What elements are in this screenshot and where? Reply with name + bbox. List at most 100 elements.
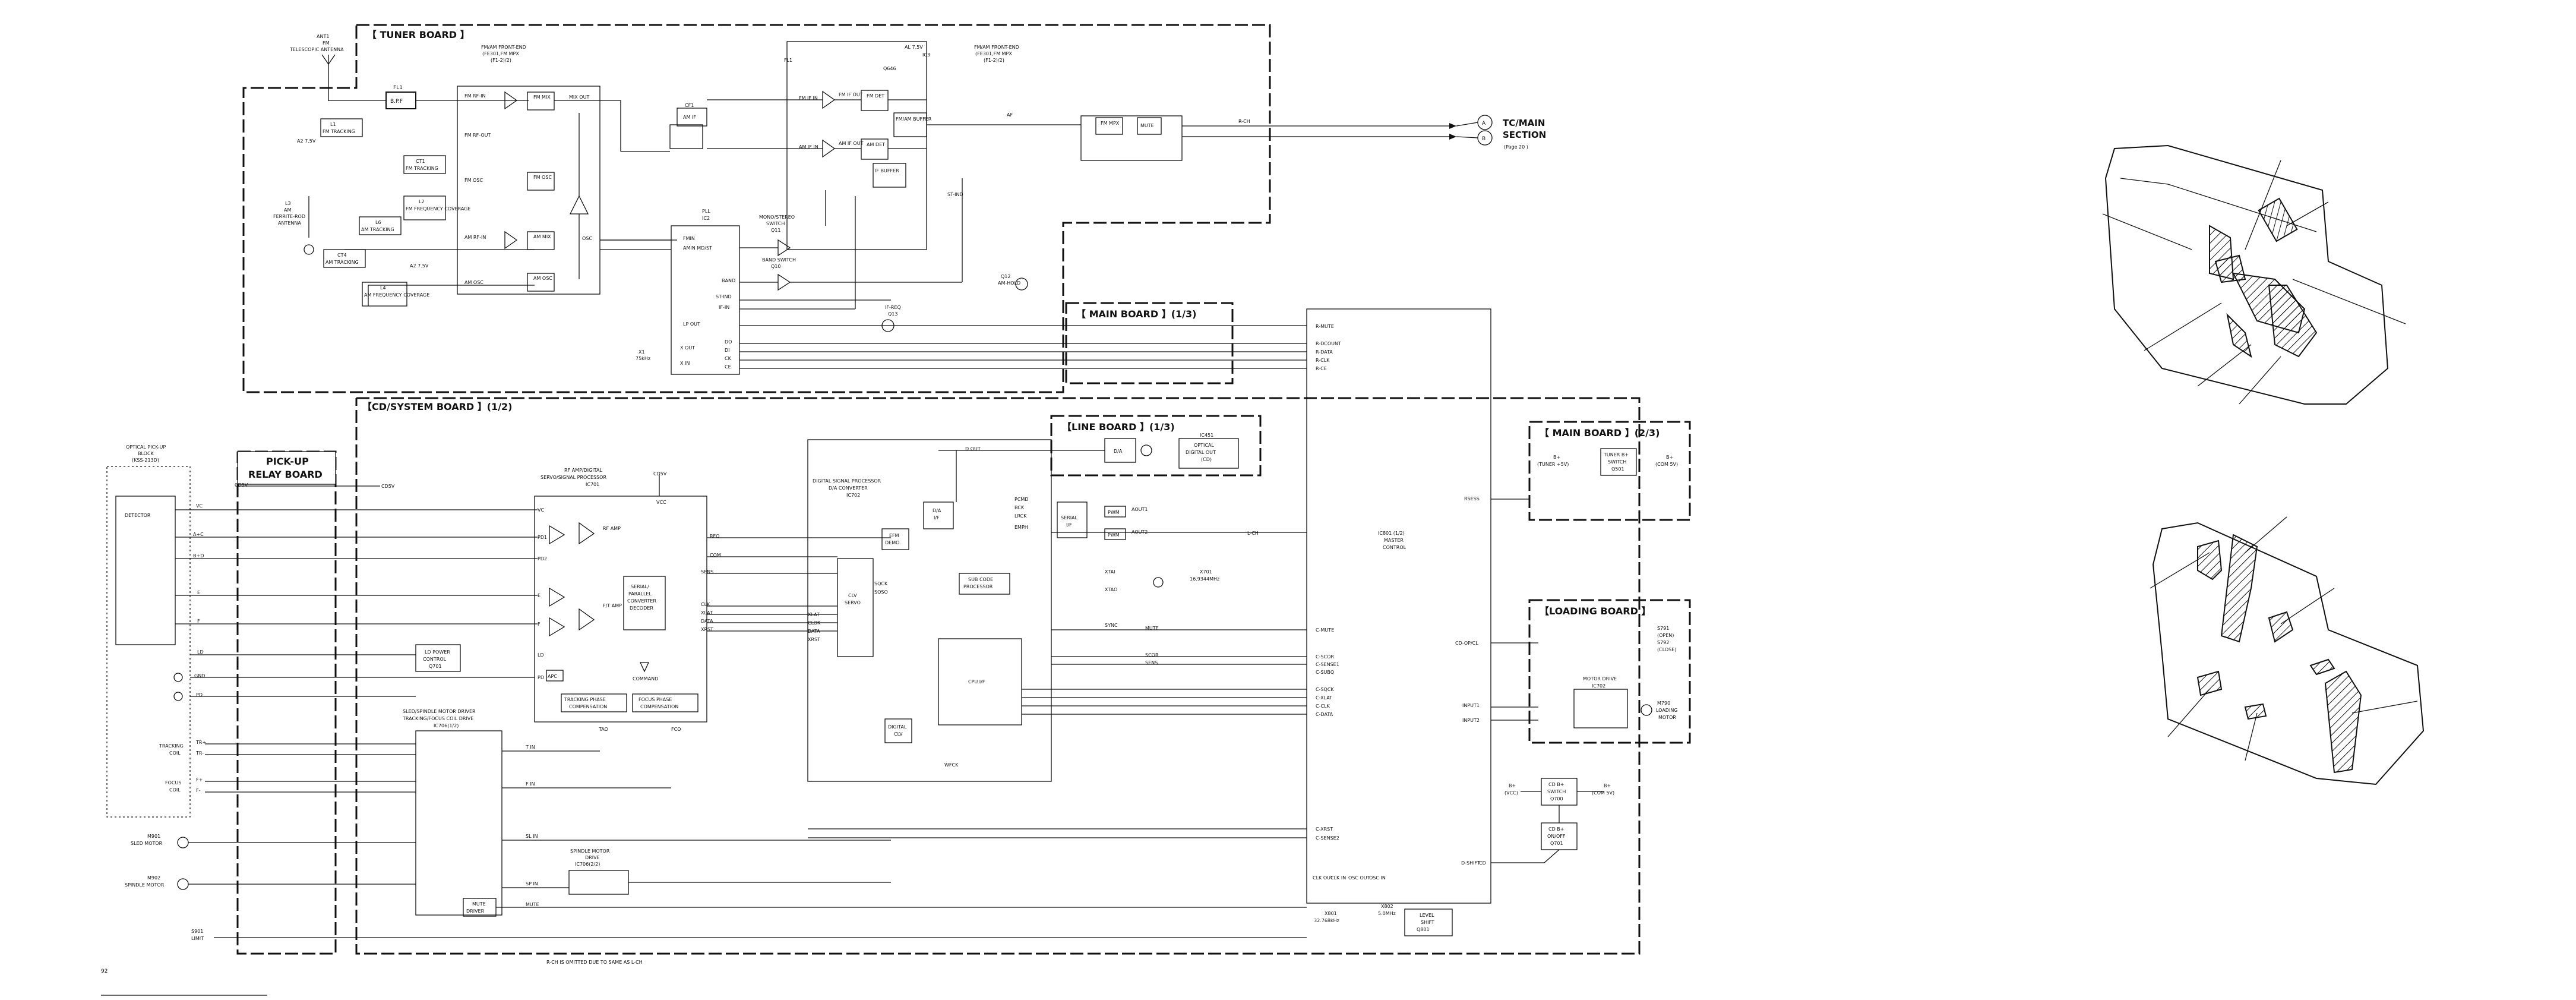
svg-text:ANT1: ANT1: [317, 34, 329, 39]
svg-text:A+C: A+C: [193, 532, 204, 537]
svg-text:DRIVER: DRIVER: [466, 908, 485, 914]
svg-text:S792: S792: [1657, 640, 1669, 645]
svg-text:C-MUTE: C-MUTE: [1316, 627, 1334, 633]
svg-text:(FE301,FM MPX: (FE301,FM MPX: [975, 51, 1012, 56]
line-board-1-3: 【LINE BOARD 】(1/3) D/A IC451 OPTICAL DIG…: [938, 415, 1262, 477]
svg-text:R-MUTE: R-MUTE: [1316, 324, 1334, 329]
svg-text:OSC IN: OSC IN: [1369, 875, 1386, 881]
svg-text:CD: CD: [1479, 860, 1486, 866]
svg-text:PARALLEL: PARALLEL: [628, 591, 652, 597]
svg-text:CLK: CLK: [701, 602, 710, 607]
svg-text:FM IF OUT: FM IF OUT: [839, 92, 863, 97]
svg-text:TRACKING/FOCUS COIL DRIVE: TRACKING/FOCUS COIL DRIVE: [402, 716, 473, 721]
svg-text:D/A CONVERTER: D/A CONVERTER: [829, 485, 868, 491]
svg-text:PCMD: PCMD: [1014, 497, 1028, 502]
svg-text:【LOADING BOARD 】: 【LOADING BOARD 】: [1540, 605, 1651, 617]
svg-text:SL IN: SL IN: [526, 834, 538, 839]
svg-text:BCK: BCK: [1014, 505, 1025, 510]
svg-text:DETECTOR: DETECTOR: [125, 513, 151, 518]
svg-text:B.P.F: B.P.F: [390, 99, 403, 105]
svg-text:AF: AF: [1007, 112, 1013, 118]
svg-text:TAO: TAO: [598, 727, 608, 732]
svg-text:CE: CE: [725, 364, 731, 370]
svg-text:SLED MOTOR: SLED MOTOR: [131, 841, 163, 846]
svg-text:I/F: I/F: [934, 515, 940, 520]
svg-text:D-SHIFT: D-SHIFT: [1461, 860, 1480, 866]
svg-text:MUTE: MUTE: [1140, 123, 1154, 128]
svg-text:C-DATA: C-DATA: [1316, 712, 1333, 717]
cd-system-board: 【CD/SYSTEM BOARD 】(1/2) R-CH IS OMITTED …: [355, 397, 1641, 965]
svg-text:TR+: TR+: [195, 740, 206, 745]
svg-text:B+: B+: [1553, 455, 1560, 460]
svg-text:X801: X801: [1325, 911, 1337, 916]
sled-spindle-motors: M901 SLED MOTOR M902 SPINDLE MOTOR S901 …: [125, 834, 1307, 941]
svg-text:【LINE BOARD 】(1/3): 【LINE BOARD 】(1/3): [1062, 421, 1175, 433]
svg-text:TR-: TR-: [195, 750, 204, 756]
svg-text:SHIFT: SHIFT: [1421, 920, 1434, 925]
svg-text:AM FREQUENCY COVERAGE: AM FREQUENCY COVERAGE: [364, 292, 429, 298]
svg-text:COMPENSATION: COMPENSATION: [569, 704, 607, 709]
svg-text:FM MIX: FM MIX: [533, 94, 551, 100]
svg-text:F: F: [538, 622, 541, 627]
svg-text:CD5V: CD5V: [235, 482, 248, 488]
svg-text:AM IF: AM IF: [683, 115, 696, 120]
svg-text:CK: CK: [725, 356, 732, 361]
svg-text:M902: M902: [147, 875, 160, 881]
svg-text:APC: APC: [548, 674, 557, 679]
svg-text:SERIAL: SERIAL: [1061, 515, 1078, 520]
svg-text:FL1: FL1: [393, 85, 403, 91]
svg-text:CONVERTER: CONVERTER: [627, 598, 656, 604]
svg-text:CLK OUT: CLK OUT: [1313, 875, 1333, 881]
svg-text:VCC: VCC: [656, 500, 666, 505]
svg-text:(TUNER +5V): (TUNER +5V): [1537, 462, 1569, 467]
svg-text:(OPEN): (OPEN): [1657, 633, 1674, 638]
svg-text:AM-HOLD: AM-HOLD: [998, 280, 1020, 286]
svg-text:AOUT1: AOUT1: [1131, 507, 1148, 512]
svg-text:RFO: RFO: [710, 534, 719, 539]
svg-text:A: A: [1482, 121, 1486, 127]
svg-text:COMMAND: COMMAND: [633, 676, 658, 682]
svg-text:COIL: COIL: [169, 787, 181, 793]
svg-text:CD-OP/CL: CD-OP/CL: [1455, 641, 1478, 646]
svg-text:(COM 5V): (COM 5V): [1655, 462, 1678, 467]
svg-text:C-SQCK: C-SQCK: [1316, 687, 1334, 692]
svg-text:Q801: Q801: [1417, 927, 1430, 932]
svg-text:(VCC): (VCC): [1504, 790, 1518, 796]
svg-text:AL 7.5V: AL 7.5V: [905, 45, 923, 50]
parts-view-bottom: [2150, 516, 2425, 786]
svg-text:CD B+: CD B+: [1548, 827, 1564, 832]
svg-text:FM RF-OUT: FM RF-OUT: [464, 133, 491, 138]
svg-text:INPUT2: INPUT2: [1462, 718, 1480, 723]
svg-text:DRIVE: DRIVE: [585, 855, 600, 860]
svg-text:MONO/STEREO: MONO/STEREO: [759, 214, 795, 220]
svg-text:R-CLK: R-CLK: [1316, 358, 1330, 363]
tuner-tuning-parts: L1 FM TRACKING CT1 FM TRACKING L2 FM FRE…: [273, 118, 535, 307]
svg-text:XLAT: XLAT: [808, 612, 820, 617]
svg-text:M901: M901: [147, 834, 160, 839]
svg-text:B+: B+: [1604, 783, 1611, 788]
svg-text:(Page 20 ): (Page 20 ): [1504, 144, 1528, 150]
svg-text:SP IN: SP IN: [526, 881, 538, 887]
svg-text:B: B: [1482, 136, 1485, 142]
svg-text:R-DATA: R-DATA: [1316, 349, 1333, 355]
svg-text:L3: L3: [285, 201, 291, 206]
svg-text:OPTICAL PICK-UP: OPTICAL PICK-UP: [126, 444, 166, 450]
svg-text:BAND SWITCH: BAND SWITCH: [762, 257, 796, 263]
svg-text:F: F: [197, 619, 200, 624]
svg-text:IF BUFFER: IF BUFFER: [875, 168, 899, 173]
svg-text:IF-IN: IF-IN: [719, 305, 729, 310]
svg-text:SQCK: SQCK: [874, 581, 888, 586]
svg-text:C-CLK: C-CLK: [1316, 704, 1330, 709]
svg-text:DECODER: DECODER: [630, 605, 653, 611]
svg-text:SQSO: SQSO: [874, 589, 888, 595]
svg-text:FCO: FCO: [671, 727, 681, 732]
svg-text:SCOR: SCOR: [1145, 652, 1159, 658]
tuner-board: 【 TUNER BOARD 】 ANT1 FM TELESCOPIC ANTEN…: [242, 24, 1456, 393]
tc-main-section: A B TC/MAIN SECTION (Page 20 ): [1456, 115, 1546, 150]
fm-am-front-end: FM/AM FRONT-END (FE301,FM MPX (F1-2)/2) …: [457, 45, 677, 295]
svg-text:FM IF IN: FM IF IN: [799, 96, 818, 101]
svg-text:SPINDLE MOTOR: SPINDLE MOTOR: [125, 882, 165, 888]
svg-text:BLOCK: BLOCK: [138, 451, 154, 456]
svg-text:TRACKING PHASE: TRACKING PHASE: [564, 697, 606, 702]
